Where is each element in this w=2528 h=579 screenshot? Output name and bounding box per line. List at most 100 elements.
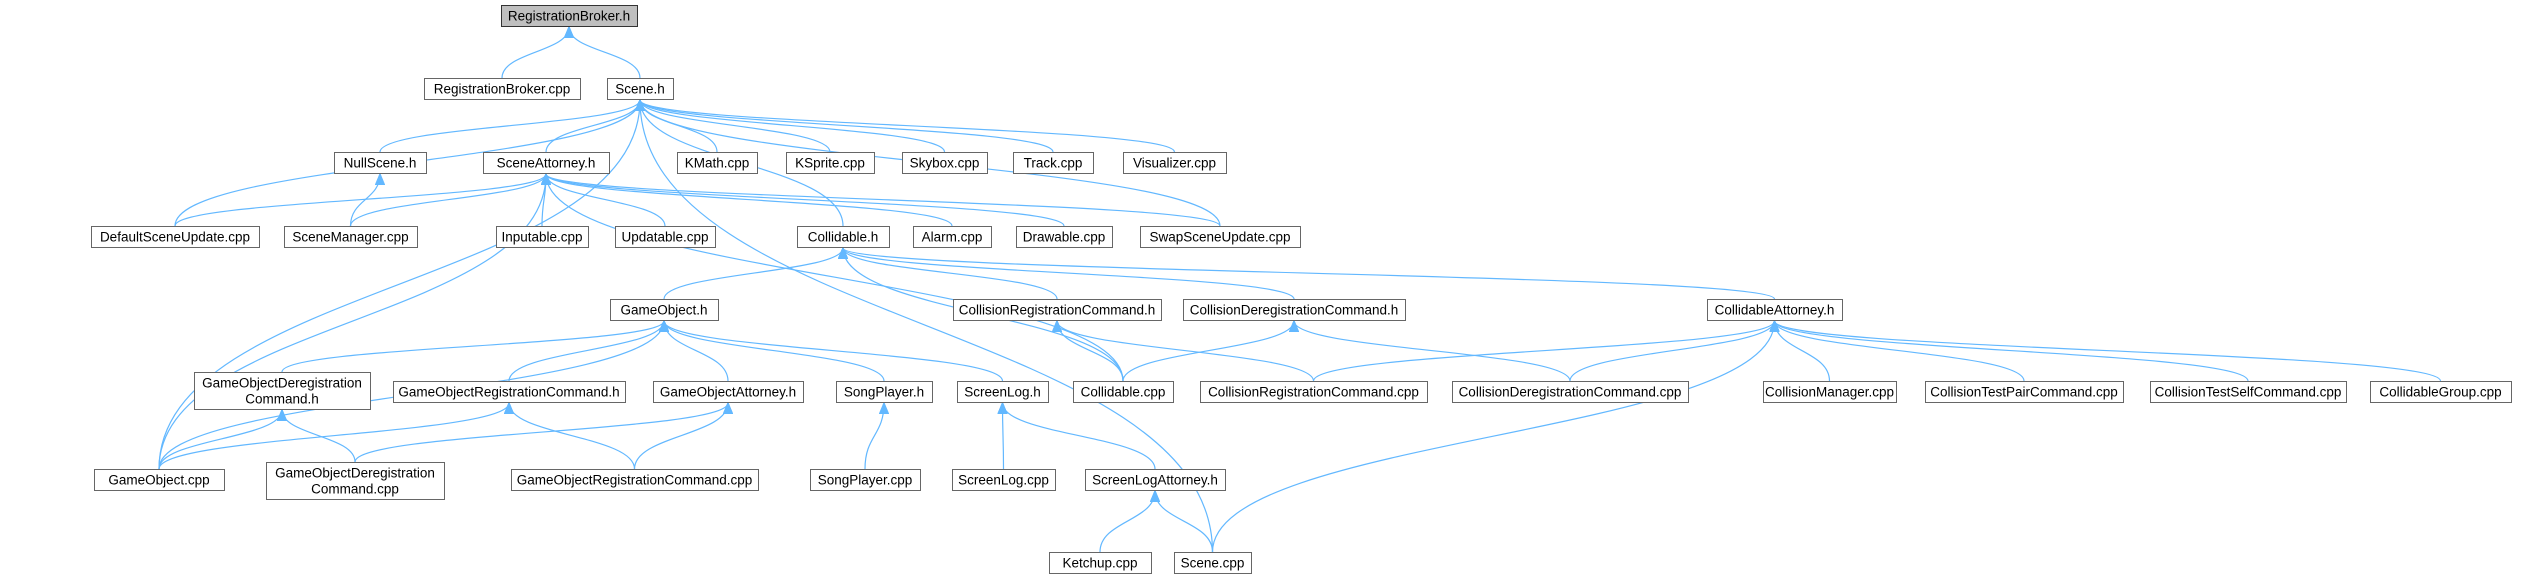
nodes-layer: RegistrationBroker.hRegistrationBroker.c… [91,5,2512,574]
node-registrationbroker-h[interactable]: RegistrationBroker.h [501,5,638,27]
edge-gameobjectattorney-h-to-gameobject-h [664,321,729,382]
node-screenlog-h[interactable]: ScreenLog.h [957,381,1049,403]
node-scene-cpp[interactable]: Scene.cpp [1174,552,1252,574]
node-gameobjectattorney-h[interactable]: GameObjectAttorney.h [653,381,804,403]
edge-collisionderegistrationcommand-cpp-to-collidableattorney-h [1569,321,1775,382]
node-collisionregistrationcommand-h[interactable]: CollisionRegistrationCommand.h [953,299,1162,321]
node-screenlog-cpp-box [952,469,1056,491]
node-defaultsceneupdate-cpp-box [91,226,260,248]
edge-collisionderegistrationcommand-cpp-to-collisionderegistrationcommand-h [1294,321,1571,382]
node-defaultsceneupdate-cpp[interactable]: DefaultSceneUpdate.cpp [91,226,260,248]
node-gameobjectregistrationcommand-cpp-box [511,469,759,491]
node-updatable-cpp[interactable]: Updatable.cpp [615,226,716,248]
node-screenlogattorney-h-box [1085,469,1226,491]
node-registrationbroker-cpp-box [424,78,581,100]
node-visualizer-cpp-label: Visualizer.cpp [1133,156,1216,171]
node-gameobject-cpp[interactable]: GameObject.cpp [94,469,225,491]
edge-ksprite-cpp-to-scene-h [640,100,831,153]
node-skybox-cpp[interactable]: Skybox.cpp [902,152,988,174]
node-ketchup-cpp[interactable]: Ketchup.cpp [1049,552,1152,574]
node-registrationbroker-cpp[interactable]: RegistrationBroker.cpp [424,78,581,100]
node-kmath-cpp[interactable]: KMath.cpp [677,152,758,174]
node-gameobjectderegistrationcommand-h-box [194,372,371,410]
node-ketchup-cpp-label: Ketchup.cpp [1062,556,1137,571]
node-gameobject-cpp-label: GameObject.cpp [108,473,209,488]
edge-scene-cpp-to-screenlogattorney-h [1155,491,1214,553]
node-songplayer-h[interactable]: SongPlayer.h [836,381,933,403]
node-gameobject-h[interactable]: GameObject.h [610,299,719,321]
edge-gameobjectregistrationcommand-h-to-gameobject-h [508,321,664,382]
node-track-cpp[interactable]: Track.cpp [1013,152,1094,174]
node-collidable-cpp-label: Collidable.cpp [1081,385,1166,400]
node-collidable-h[interactable]: Collidable.h [797,226,890,248]
node-collidablegroup-cpp-box [2370,381,2512,403]
node-inputable-cpp-box [496,226,589,248]
node-collisionregistrationcommand-cpp[interactable]: CollisionRegistrationCommand.cpp [1200,381,1428,403]
node-collidablegroup-cpp[interactable]: CollidableGroup.cpp [2370,381,2512,403]
node-gameobjectderegistrationcommand-cpp-label: GameObjectDeregistration [275,466,435,481]
edge-sceneattorney-h-to-scene-h [545,100,640,153]
node-gameobjectregistrationcommand-h[interactable]: GameObjectRegistrationCommand.h [393,381,626,403]
node-songplayer-h-label: SongPlayer.h [844,385,924,400]
node-collisionmanager-cpp[interactable]: CollisionManager.cpp [1763,381,1897,403]
node-swapsceneupdate-cpp-box [1140,226,1301,248]
edge-gameobjectregistrationcommand-cpp-to-gameobjectregistrationcommand-h [509,403,636,470]
node-skybox-cpp-label: Skybox.cpp [910,156,980,171]
node-ketchup-cpp-box [1049,552,1152,574]
node-scene-h[interactable]: Scene.h [607,78,674,100]
node-defaultsceneupdate-cpp-label: DefaultSceneUpdate.cpp [100,230,250,245]
node-nullscene-h[interactable]: NullScene.h [334,152,427,174]
node-alarm-cpp[interactable]: Alarm.cpp [913,226,992,248]
node-scene-h-label: Scene.h [615,82,665,97]
node-registrationbroker-h-label: RegistrationBroker.h [508,9,630,24]
node-inputable-cpp[interactable]: Inputable.cpp [496,226,589,248]
edge-gameobjectregistrationcommand-cpp-to-gameobjectattorney-h [633,403,729,470]
edge-gameobject-cpp-to-gameobjectderegistrationcommand-h [158,410,282,470]
node-ksprite-cpp[interactable]: KSprite.cpp [786,152,875,174]
node-swapsceneupdate-cpp[interactable]: SwapSceneUpdate.cpp [1140,226,1301,248]
edge-screenlogattorney-h-to-screenlog-h [1003,403,1156,470]
node-gameobject-h-box [610,299,719,321]
node-collisionderegistrationcommand-cpp[interactable]: CollisionDeregistrationCommand.cpp [1452,381,1689,403]
node-updatable-cpp-label: Updatable.cpp [621,230,708,245]
node-nullscene-h-box [334,152,427,174]
node-updatable-cpp-box [615,226,716,248]
node-songplayer-cpp-box [810,469,921,491]
node-collidable-cpp[interactable]: Collidable.cpp [1073,381,1174,403]
node-collisionmanager-cpp-label: CollisionManager.cpp [1765,385,1894,400]
node-collisiontestselfcommand-cpp[interactable]: CollisionTestSelfCommand.cpp [2150,381,2347,403]
edge-track-cpp-to-scene-h [640,100,1054,153]
node-sceneattorney-h[interactable]: SceneAttorney.h [483,152,610,174]
node-collisionregistrationcommand-h-box [953,299,1162,321]
node-collisionregistrationcommand-h-label: CollisionRegistrationCommand.h [959,303,1156,318]
node-drawable-cpp[interactable]: Drawable.cpp [1016,226,1113,248]
node-collisionregistrationcommand-cpp-label: CollisionRegistrationCommand.cpp [1208,385,1419,400]
edge-gameobject-cpp-to-scene-h [158,100,640,470]
node-inputable-cpp-label: Inputable.cpp [501,230,582,245]
node-screenlogattorney-h[interactable]: ScreenLogAttorney.h [1085,469,1226,491]
node-gameobjectregistrationcommand-cpp-label: GameObjectRegistrationCommand.cpp [517,473,753,488]
edge-drawable-cpp-to-sceneattorney-h [546,174,1065,227]
node-visualizer-cpp[interactable]: Visualizer.cpp [1123,152,1227,174]
edge-collidable-cpp-to-sceneattorney-h [546,174,1124,382]
node-screenlog-cpp[interactable]: ScreenLog.cpp [952,469,1056,491]
node-alarm-cpp-box [913,226,992,248]
node-track-cpp-label: Track.cpp [1024,156,1083,171]
edge-collisiontestpaircommand-cpp-to-collidableattorney-h [1775,321,2025,382]
node-scenemanager-cpp[interactable]: SceneManager.cpp [284,226,418,248]
node-screenlogattorney-h-label: ScreenLogAttorney.h [1092,473,1218,488]
node-collisiontestpaircommand-cpp[interactable]: CollisionTestPairCommand.cpp [1925,381,2124,403]
node-songplayer-cpp[interactable]: SongPlayer.cpp [810,469,921,491]
node-collidableattorney-h[interactable]: CollidableAttorney.h [1707,299,1843,321]
edge-collidable-cpp-to-collisionderegistrationcommand-h [1122,321,1294,382]
edge-swapsceneupdate-cpp-to-sceneattorney-h [546,174,1221,227]
node-collisionmanager-cpp-box [1763,381,1897,403]
node-collidable-h-label: Collidable.h [808,230,879,245]
node-gameobjectregistrationcommand-cpp[interactable]: GameObjectRegistrationCommand.cpp [511,469,759,491]
edge-collidablegroup-cpp-to-collidableattorney-h [1775,321,2442,382]
node-collisionderegistrationcommand-h[interactable]: CollisionDeregistrationCommand.h [1183,299,1406,321]
node-gameobjectregistrationcommand-h-box [393,381,626,403]
node-collidablegroup-cpp-label: CollidableGroup.cpp [2379,385,2501,400]
